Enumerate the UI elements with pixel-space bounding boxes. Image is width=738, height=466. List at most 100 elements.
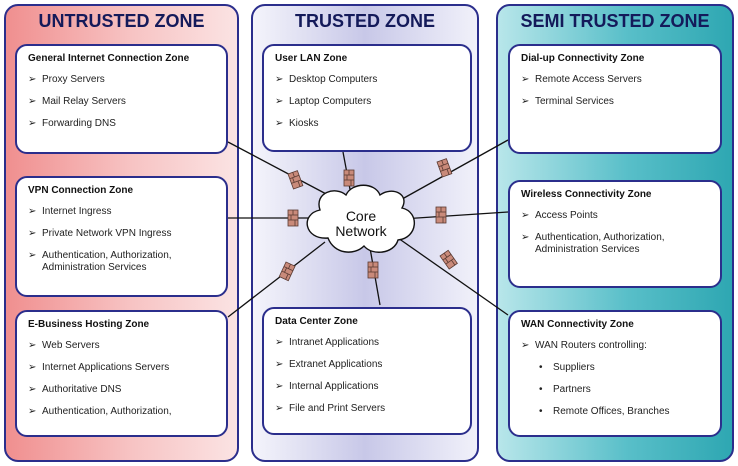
item-label: Kiosks [289,118,319,129]
list-item: ➢Access Points [521,210,710,222]
arrow-bullet-icon: ➢ [28,118,37,129]
core-network-cloud [306,184,416,253]
wan-sub-list: •Suppliers • Partners •Remote Offices, Br… [539,362,710,418]
item-label: Laptop Computers [289,96,372,107]
general-internet-connection-zone-box: General Internet Connection Zone ➢ Proxy … [15,44,228,154]
sub-item-label: Partners [553,384,591,395]
list-item: ➢ Proxy Servers [28,74,216,86]
item-label: Authentication, Authorization, [42,250,172,261]
bullet-dot-icon: • [539,362,543,373]
item-label: Authoritative DNS [42,384,122,395]
firewall-icon [287,170,304,190]
firewall-icon [435,206,447,224]
list-item: ➢ File and Print Servers [275,403,460,415]
arrow-bullet-icon: ➢ [275,118,284,129]
link-general [227,141,331,197]
dial-up-connectivity-zone-box: Dial-up Connectivity Zone ➢Remote Access… [508,44,722,154]
semi-trusted-zone-title: SEMI TRUSTED ZONE [520,11,710,31]
list-item: ➢ Authoritative DNS [28,384,216,396]
item-label-continued: Administration Services [42,262,147,273]
arrow-bullet-icon: ➢ [28,406,37,417]
arrow-bullet-icon: ➢ [275,74,284,85]
item-label: WAN Routers controlling: [535,340,647,351]
firewall-icon [343,169,355,187]
arrow-bullet-icon: ➢ [521,96,530,107]
wireless-connectivity-zone-box: Wireless Connectivity Zone ➢Access Point… [508,180,722,288]
item-label: Internal Applications [289,381,379,392]
list-item: ➢ Internal Applications [275,381,460,393]
list-item: ➢Authentication, Authorization,Administr… [521,232,710,256]
arrow-bullet-icon: ➢ [275,96,284,107]
bullet-dot-icon: • [539,406,543,417]
link-ebusiness [227,241,326,318]
firewall-icon [278,261,296,282]
sub-list-item: •Remote Offices, Branches [539,406,710,418]
link-wireless [401,211,509,220]
cloud-icon [306,184,416,253]
firewall-icon [367,261,379,279]
item-label: Access Points [535,210,598,221]
arrow-bullet-icon: ➢ [275,337,284,348]
item-label-continued: Administration Services [535,244,640,255]
arrow-bullet-icon: ➢ [275,381,284,392]
list-item: ➢ WAN Routers controlling: [521,340,710,352]
arrow-bullet-icon: ➢ [28,74,37,85]
sub-list-item: • Partners [539,384,710,396]
list-item: ➢ Extranet Applications [275,359,460,371]
firewall-icon [436,158,453,178]
box-title: Data Center Zone [275,316,358,327]
arrow-bullet-icon: ➢ [28,250,37,261]
list-item: ➢ Terminal Services [521,96,710,108]
item-label: Desktop Computers [289,74,378,85]
arrow-bullet-icon: ➢ [521,340,530,351]
list-item: ➢ Laptop Computers [275,96,460,108]
item-label: Terminal Services [535,96,614,107]
arrow-bullet-icon: ➢ [275,359,284,370]
item-label: Internet Applications Servers [42,362,170,373]
core-network-line1: Core [345,208,377,224]
box-title: User LAN Zone [275,53,348,64]
item-label: Forwarding DNS [42,118,116,129]
list-item: ➢ Kiosks [275,118,460,130]
item-label: Private Network VPN Ingress [42,228,172,239]
item-label: Web Servers [42,340,100,351]
item-label: Internet Ingress [42,206,112,217]
box-title: E-Business Hosting Zone [28,319,150,330]
core-network-line2: Network [335,223,387,239]
list-item: ➢ Forwarding DNS [28,118,216,130]
list-item: ➢ Authentication, Authorization,Administr… [28,250,216,274]
list-item: ➢ Intranet Applications [275,337,460,349]
trusted-zone-title: TRUSTED ZONE [294,11,435,31]
item-label: Remote Access Servers [535,74,642,85]
arrow-bullet-icon: ➢ [28,384,37,395]
item-label: Authentication, Authorization, [535,232,665,243]
list-item: ➢ Internet Ingress [28,206,216,218]
sub-list-item: •Suppliers [539,362,710,374]
arrow-bullet-icon: ➢ [28,228,37,239]
data-center-zone-box: Data Center Zone ➢Intranet Applications … [262,307,472,435]
item-label: Mail Relay Servers [42,96,126,107]
list-item: ➢ Mail Relay Servers [28,96,216,108]
bullet-dot-icon: • [539,384,543,395]
firewall-icon [287,209,299,227]
user-lan-zone-box: User LAN Zone ➢ Desktop Computers ➢ Laptop… [262,44,472,152]
box-title: VPN Connection Zone [28,185,133,196]
list-item: ➢Authentication, Authorization, [28,406,216,418]
list-item: ➢Web Servers [28,340,216,352]
arrow-bullet-icon: ➢ [275,403,284,414]
firewall-icon [439,249,458,270]
box-title: General Internet Connection Zone [28,53,190,64]
list-item: ➢Internet Applications Servers [28,362,216,374]
item-label: Extranet Applications [289,359,383,370]
box-title: WAN Connectivity Zone [521,319,634,330]
vpn-connection-zone-box: VPN Connection Zone ➢ Internet Ingress ➢ P… [15,176,228,297]
list-item: ➢ Private Network VPN Ingress [28,228,216,240]
item-label: Proxy Servers [42,74,105,85]
arrow-bullet-icon: ➢ [28,206,37,217]
arrow-bullet-icon: ➢ [28,96,37,107]
item-label: File and Print Servers [289,403,386,414]
item-label: Intranet Applications [289,337,380,348]
list-item: ➢Remote Access Servers [521,74,710,86]
link-wan [397,237,509,316]
